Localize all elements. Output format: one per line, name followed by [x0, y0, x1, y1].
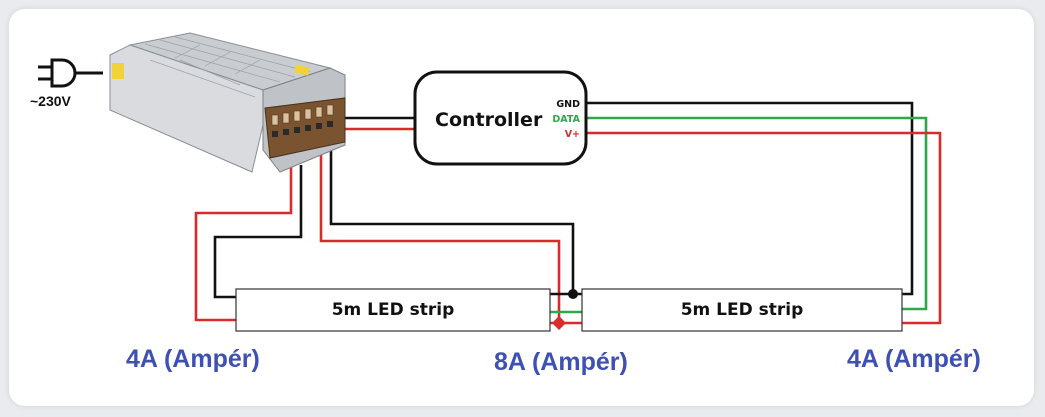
- vplus-junction-diamond: [552, 316, 566, 330]
- current-label-middle: 8A (Ampér): [494, 348, 628, 376]
- gnd-junction-dot: [568, 289, 578, 299]
- led-strip-left: [235, 288, 551, 332]
- controller-label: Controller: [435, 109, 543, 131]
- controller-box: [413, 70, 588, 166]
- controller-pin-vplus: V+: [565, 129, 580, 140]
- wires: [194, 101, 942, 325]
- controller-vplus-wire: [586, 131, 942, 325]
- controller-pin-data: DATA: [552, 114, 580, 125]
- power-plug-icon: [38, 58, 103, 88]
- psu-junction-vplus-wire: [319, 148, 561, 323]
- led-strip-right-label: 5m LED strip: [681, 300, 804, 320]
- controller-data-wire: [586, 116, 928, 311]
- controller-gnd-wire: [586, 101, 914, 296]
- current-label-left: 4A (Ampér): [126, 345, 260, 373]
- controller-pin-gnd: GND: [556, 99, 580, 110]
- current-label-right: 4A (Ampér): [847, 345, 981, 373]
- psu-left-strip-vplus-wire: [194, 165, 293, 322]
- led-strip-left-label: 5m LED strip: [332, 300, 455, 320]
- power-supply-unit: [109, 32, 346, 173]
- voltage-label: ~230V: [30, 93, 72, 109]
- psu-junction-gnd-wire: [329, 148, 575, 294]
- psu-left-strip-gnd-wire: [213, 165, 303, 299]
- led-strip-right: [581, 288, 903, 332]
